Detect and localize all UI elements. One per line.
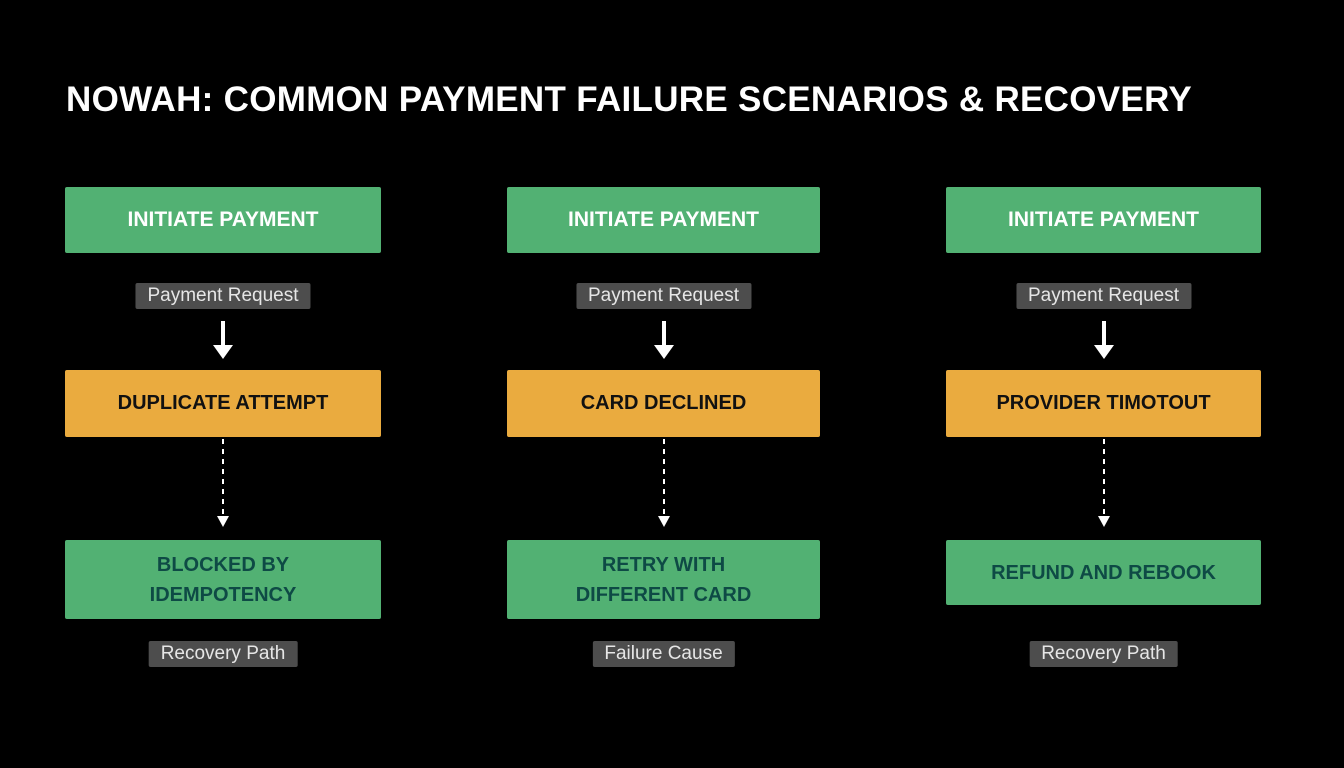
dashed-down-arrow-icon xyxy=(1097,439,1110,527)
dashed-down-arrow-icon xyxy=(657,439,670,527)
failure-node: PROVIDER TIMOTOUT xyxy=(946,370,1261,437)
recovery-text-line-1: BLOCKED BY xyxy=(156,553,290,576)
solid-down-arrow-icon xyxy=(213,321,233,359)
recovery-node: BLOCKED BY IDEMPOTENCY xyxy=(65,540,381,619)
failure-cause-label: Failure Cause xyxy=(592,641,735,667)
payment-request-label: Payment Request xyxy=(1015,283,1192,309)
recovery-path-label: Recovery Path xyxy=(148,641,298,667)
recovery-path-label: Recovery Path xyxy=(1029,641,1178,667)
flow-column-timeout: INITIATE PAYMENT Payment Request PROVIDE… xyxy=(946,187,1261,687)
page-title: NOWAH: COMMON PAYMENT FAILURE SCENARIOS … xyxy=(66,80,1192,119)
recovery-text-line-2: DIFFERENT CARD xyxy=(575,583,752,606)
flow-column-declined: INITIATE PAYMENT Payment Request CARD DE… xyxy=(507,187,820,687)
initiate-payment-node: INITIATE PAYMENT xyxy=(65,187,381,253)
failure-node: DUPLICATE ATTEMPT xyxy=(65,370,381,437)
failure-node: CARD DECLINED xyxy=(507,370,820,437)
recovery-node: REFUND AND REBOOK xyxy=(946,540,1261,605)
payment-request-label: Payment Request xyxy=(135,283,311,309)
dashed-down-arrow-icon xyxy=(217,439,229,527)
initiate-payment-node: INITIATE PAYMENT xyxy=(507,187,820,253)
flow-column-duplicate: INITIATE PAYMENT Payment Request DUPLICA… xyxy=(65,187,381,687)
solid-down-arrow-icon xyxy=(653,321,674,359)
recovery-text-line-2: IDEMPOTENCY xyxy=(149,583,297,606)
recovery-text-line-1: RETRY WITH xyxy=(601,553,726,576)
solid-down-arrow-icon xyxy=(1093,321,1114,359)
payment-request-label: Payment Request xyxy=(575,283,752,309)
recovery-text-line-1: REFUND AND REBOOK xyxy=(991,561,1216,584)
initiate-payment-node: INITIATE PAYMENT xyxy=(946,187,1261,253)
recovery-node: RETRY WITH DIFFERENT CARD xyxy=(507,540,820,619)
